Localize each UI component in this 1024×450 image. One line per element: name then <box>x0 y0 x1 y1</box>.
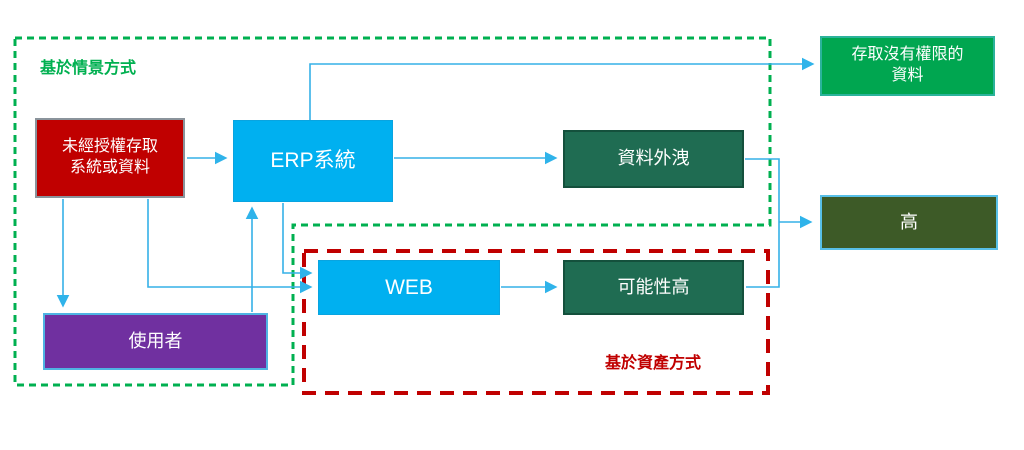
edge-erp-web <box>282 203 313 280</box>
node-user: 使用者 <box>43 313 268 370</box>
scenario-region-label: 基於情景方式 <box>40 60 137 77</box>
asset-region-border <box>302 249 770 395</box>
node-likelihood-high: 可能性高 <box>563 260 744 315</box>
node-data-leak: 資料外洩 <box>563 130 744 188</box>
scenario-region-border <box>13 36 772 387</box>
node-impact-high-label: 高 <box>900 211 918 232</box>
node-likelihood-high-label: 可能性高 <box>617 276 690 297</box>
node-threat-label-line2: 系統或資料 <box>69 159 150 176</box>
node-unauthorized-data-label-line1: 存取沒有權限的 <box>851 46 964 64</box>
edge-threat-web <box>147 199 313 294</box>
node-web-label: WEB <box>385 275 433 299</box>
asset-region-label: 基於資產方式 <box>605 355 702 372</box>
node-unauthorized-data-label-line2: 資料 <box>891 67 924 84</box>
node-data-leak-label: 資料外洩 <box>617 148 690 169</box>
edge-erp-unauth <box>309 57 815 120</box>
node-threat: 未經授權存取 系統或資料 <box>35 118 185 198</box>
node-web: WEB <box>318 260 500 315</box>
node-impact-high: 高 <box>820 195 998 250</box>
node-erp-label: ERP系統 <box>270 149 356 173</box>
node-erp: ERP系統 <box>233 120 393 202</box>
edge-junction-rail <box>745 158 780 288</box>
node-threat-label-line1: 未經授權存取 <box>61 138 158 156</box>
node-user-label: 使用者 <box>128 330 183 351</box>
node-unauthorized-data: 存取沒有權限的 資料 <box>820 36 995 96</box>
